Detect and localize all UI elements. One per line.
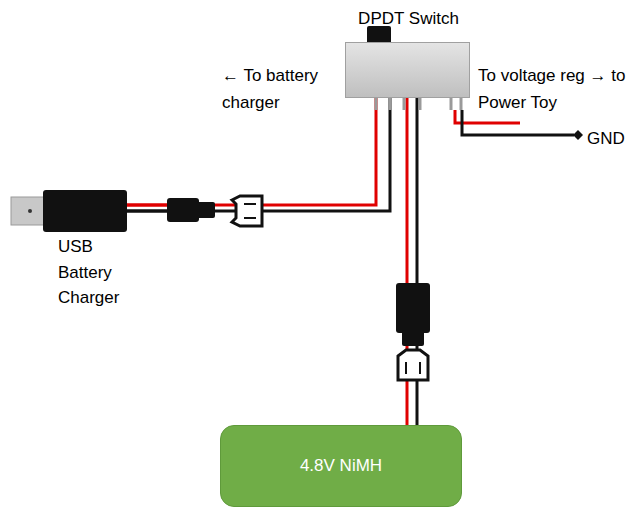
female-connector: [232, 196, 262, 226]
direction-note: ← To battery charger: [222, 62, 346, 116]
male-connector: [402, 330, 424, 346]
component-label: 4.8V NiMH: [221, 456, 461, 476]
usb-plug: [11, 197, 44, 225]
signal-name: GND: [587, 125, 631, 152]
socket-pin: [244, 203, 256, 205]
wire-pair: [127, 98, 390, 211]
black-wire: [127, 98, 390, 211]
charger-body: USB Battery Charger: [43, 190, 127, 232]
male-connector: [167, 198, 199, 222]
usb-dot: [28, 209, 32, 213]
male-connector: [197, 202, 215, 218]
male-connector: [396, 283, 430, 333]
component-title: DPDT Switch: [316, 9, 501, 29]
black-wire: [462, 110, 574, 135]
female-connector: [398, 350, 428, 380]
black-wire: [127, 210, 170, 213]
switch-body: DPDT Switch: [345, 42, 470, 98]
socket-pin: [419, 362, 421, 374]
red-wire: [127, 98, 376, 205]
direction-note: To voltage reg → to Power Toy: [478, 62, 628, 116]
ground-terminal: [573, 130, 583, 140]
switch-pins: [376, 98, 461, 110]
battery-pack: 4.8V NiMH: [220, 425, 462, 507]
component-label: USB Battery Charger: [58, 234, 130, 311]
red-wire: [127, 204, 170, 207]
socket-pin: [405, 362, 407, 374]
socket-pin: [244, 217, 256, 219]
